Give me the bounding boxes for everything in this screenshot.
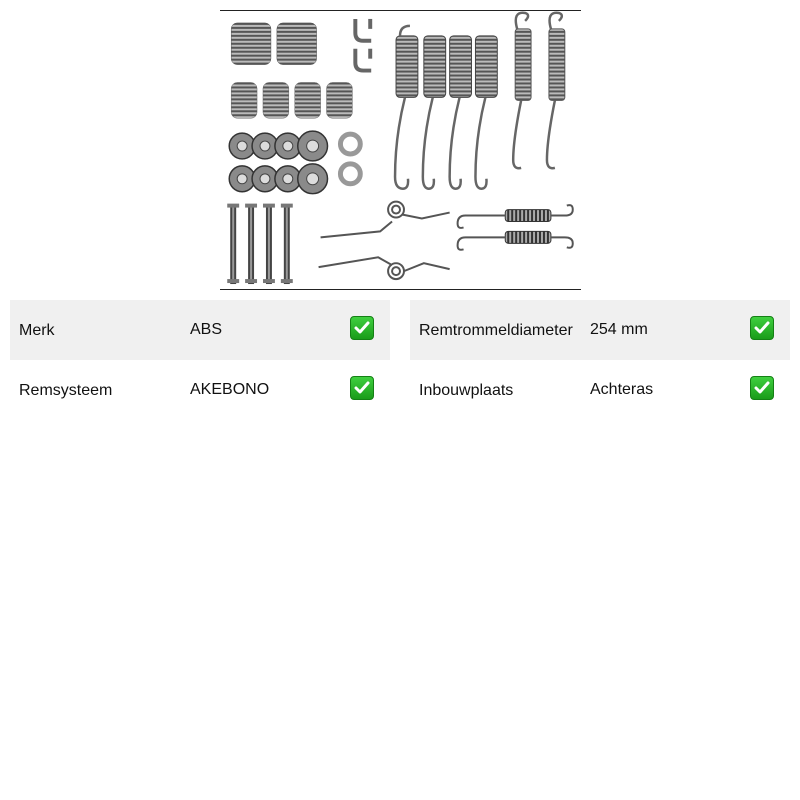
spec-value: AKEBONO bbox=[190, 381, 270, 398]
spec-row-remtrommeldiameter: Remtrommeldiameter 254 mm bbox=[410, 300, 790, 360]
check-icon bbox=[350, 376, 374, 400]
spec-label: Remtrommeldiameter bbox=[419, 322, 573, 339]
spec-row-merk: Merk ABS bbox=[10, 300, 390, 360]
spec-value: Achteras bbox=[590, 381, 654, 398]
spec-label: Merk bbox=[19, 322, 55, 339]
brake-shoe-fitting-kit-image bbox=[227, 11, 574, 285]
product-image bbox=[220, 10, 581, 290]
check-icon bbox=[750, 376, 774, 400]
spec-label: Remsysteem bbox=[19, 382, 113, 399]
spec-label: Inbouwplaats bbox=[419, 382, 514, 399]
spec-value: ABS bbox=[190, 321, 223, 338]
spec-value: 254 mm bbox=[590, 321, 648, 338]
check-icon bbox=[750, 316, 774, 340]
check-icon bbox=[350, 316, 374, 340]
spec-row-inbouwplaats: Inbouwplaats Achteras bbox=[410, 360, 790, 420]
spec-row-remsysteem: Remsysteem AKEBONO bbox=[10, 360, 390, 420]
spec-table-left: Merk ABS Remsysteem AKEBONO bbox=[10, 300, 390, 420]
spec-table-right: Remtrommeldiameter 254 mm Inbouwplaats A… bbox=[410, 300, 790, 420]
